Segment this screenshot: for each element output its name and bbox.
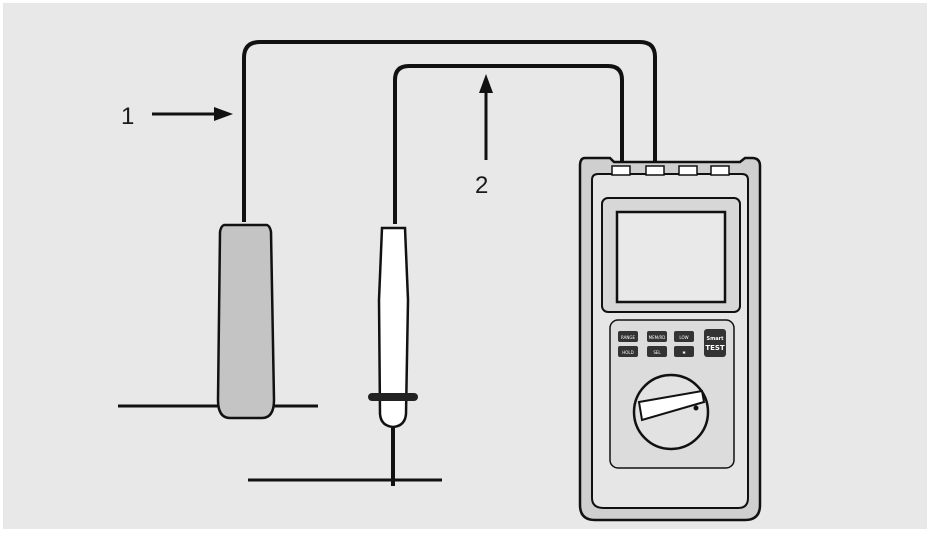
rotary-dial	[632, 373, 710, 451]
meter-button-r2-c1	[618, 346, 638, 357]
meter-button-r1-c2	[647, 331, 667, 342]
wire-1	[242, 40, 657, 222]
meter-screen	[615, 210, 727, 304]
terminal-row	[611, 165, 730, 176]
smart-test-button	[704, 329, 726, 357]
wire-2	[393, 64, 624, 224]
smart-test-label: Smart	[706, 336, 724, 342]
earth-tester-meter	[578, 156, 762, 522]
probe-electrode-2	[368, 226, 418, 429]
meter-button-label: RANGE	[621, 335, 635, 340]
callout-label-2: 2	[475, 172, 489, 199]
meter-button-label: SEL	[653, 350, 661, 355]
meter-button-label: MEM/RD	[649, 335, 666, 340]
clamp-sensor-1	[216, 223, 276, 420]
meter-button-r1-c3	[674, 331, 694, 342]
smart-test-label: TEST	[705, 344, 725, 352]
meter-button-label: HOLD	[622, 350, 633, 355]
callout-arrow-2	[479, 74, 493, 160]
meter-button-r2-c2	[647, 346, 667, 357]
callout-arrow-1	[152, 107, 233, 121]
background-panel	[3, 3, 927, 529]
meter-button-r2-c3	[674, 346, 694, 357]
callout-label-1: 1	[121, 103, 135, 130]
meter-button-label: ✱	[682, 350, 686, 355]
meter-button-label: LOW	[679, 335, 688, 340]
meter-button-r1-c1	[618, 331, 638, 342]
